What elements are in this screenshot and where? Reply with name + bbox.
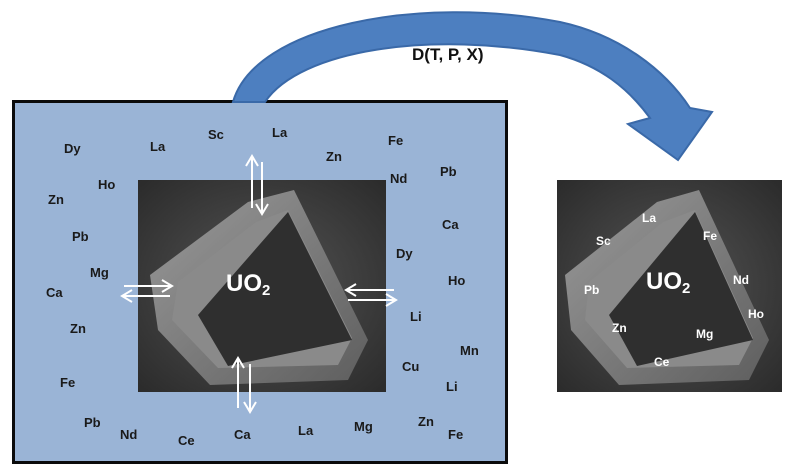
- melt-element: Fe: [60, 375, 76, 390]
- melt-element: Fe: [448, 427, 464, 442]
- melt-element: Cu: [402, 359, 420, 374]
- uo2-crystal-right: [557, 180, 782, 392]
- melt-element: Sc: [208, 127, 224, 142]
- crystal-element: Mg: [696, 327, 714, 341]
- crystal-element: Sc: [596, 234, 611, 248]
- melt-element: La: [272, 125, 288, 140]
- melt-element: Zn: [70, 321, 86, 336]
- melt-element: Zn: [48, 192, 64, 207]
- melt-element: Mg: [354, 419, 373, 434]
- melt-element: Ca: [234, 427, 251, 442]
- melt-element: Pb: [440, 164, 457, 179]
- crystal-element: Ho: [748, 307, 764, 321]
- melt-element: Pb: [84, 415, 101, 430]
- melt-element: Zn: [418, 414, 434, 429]
- melt-element: Ce: [178, 433, 195, 448]
- crystal-element: Pb: [584, 283, 600, 297]
- melt-element: Mg: [90, 265, 109, 280]
- melt-element: Nd: [390, 171, 408, 186]
- melt-element: La: [298, 423, 314, 438]
- melt-element: Nd: [120, 427, 138, 442]
- uo2-label-right: UO2: [646, 268, 691, 297]
- crystal-element: Fe: [703, 229, 718, 243]
- melt-element: Zn: [326, 149, 342, 164]
- melt-element: Mn: [460, 343, 479, 358]
- melt-element: Ho: [98, 177, 116, 192]
- melt-element: Fe: [388, 133, 404, 148]
- crystal-element: Ce: [654, 355, 670, 369]
- crystal-element: La: [642, 211, 657, 225]
- melt-element: Ho: [448, 273, 466, 288]
- uo2-label-left: UO2: [226, 270, 271, 299]
- melt-element: Li: [410, 309, 422, 324]
- melt-element: Dy: [64, 141, 81, 156]
- partition-coefficient-label: D(T, P, X): [412, 45, 484, 64]
- melt-element: Dy: [396, 246, 413, 261]
- crystal-element: Zn: [612, 321, 627, 335]
- crystal-element: Nd: [733, 273, 749, 287]
- melt-element: Li: [446, 379, 458, 394]
- melt-element: Pb: [72, 229, 89, 244]
- melt-element: Ca: [46, 285, 63, 300]
- melt-element: La: [150, 139, 166, 154]
- melt-element: Ca: [442, 217, 459, 232]
